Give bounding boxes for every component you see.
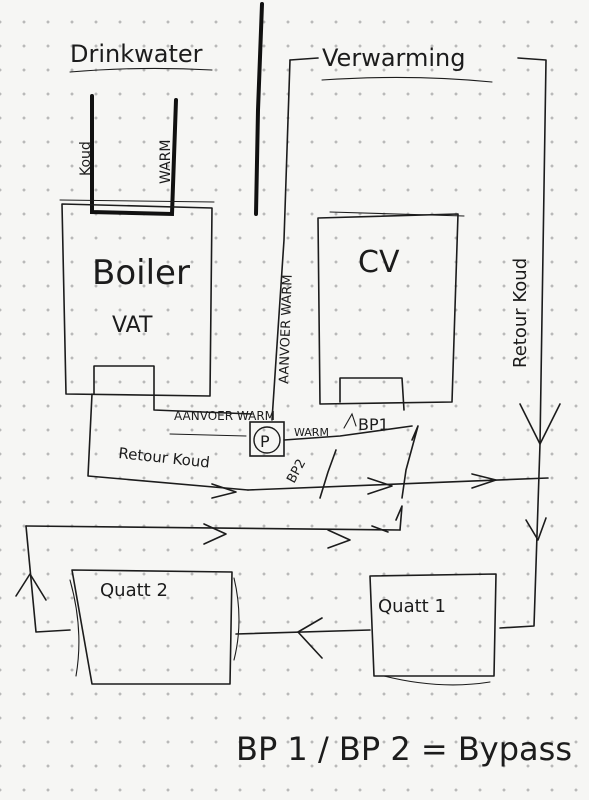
arrow-down-right bbox=[519, 403, 561, 445]
arrow-left-link bbox=[297, 617, 323, 659]
aanvoer-warm-small-underline bbox=[169, 433, 247, 437]
quatt2-label: Quatt 2 bbox=[100, 580, 168, 601]
centre-divider bbox=[254, 2, 264, 216]
boiler-tank bbox=[61, 203, 213, 397]
koud-pipe-label: Koud bbox=[78, 141, 94, 176]
supply-up-hook bbox=[395, 505, 403, 531]
arrow-supply-1 bbox=[203, 523, 227, 545]
retour-koud-left-label: Retour Koud bbox=[118, 444, 211, 471]
arrow-supply-2 bbox=[327, 529, 351, 549]
verwarming-heading: Verwarming bbox=[322, 44, 465, 72]
arrow-return-3 bbox=[471, 473, 497, 489]
boiler-tank-top-line bbox=[59, 199, 215, 203]
verwarming-underline bbox=[321, 76, 493, 83]
riser-top bbox=[289, 57, 319, 61]
quatt1-bottom-curve bbox=[383, 675, 491, 686]
quatt2-left-curve bbox=[69, 579, 80, 677]
quatt2-box bbox=[71, 569, 233, 685]
aanvoer-warm-vertical-label: AANVOER WARM bbox=[277, 274, 296, 384]
bp2-label: BP2 bbox=[284, 457, 309, 486]
boiler-title: Boiler bbox=[92, 253, 190, 293]
warm-pipe-label: WARM bbox=[158, 140, 174, 184]
cv-title: CV bbox=[358, 245, 400, 280]
boiler-subtitle: VAT bbox=[112, 313, 153, 338]
bp1-bypass-pipe bbox=[401, 425, 419, 499]
quatt1-label: Quatt 1 bbox=[378, 596, 446, 617]
arrow-up-left bbox=[15, 573, 47, 601]
supply-tick bbox=[371, 525, 389, 533]
boiler-coil-supply bbox=[93, 365, 253, 415]
arrow-down-right-small bbox=[525, 517, 547, 541]
pump-body bbox=[249, 421, 285, 457]
cv-top-line bbox=[329, 211, 465, 217]
arrow-return-1 bbox=[211, 483, 237, 499]
warm-link bbox=[283, 425, 413, 441]
aanvoer-warm-small-label: AANVOER WARM bbox=[174, 409, 275, 423]
retour-koud-right-label: Retour Koud bbox=[510, 258, 531, 368]
main-return-line bbox=[247, 477, 549, 491]
warm-small-label: WARM bbox=[294, 426, 329, 439]
left-loop-pipe bbox=[25, 525, 71, 633]
cv-unit bbox=[317, 213, 459, 405]
bp1-label: BP1 bbox=[358, 415, 389, 434]
quatt1-box bbox=[369, 573, 497, 677]
bp1-valve-icon bbox=[343, 412, 357, 429]
pump-label: P bbox=[260, 432, 270, 451]
bp2-bypass-pipe bbox=[319, 449, 337, 499]
arrow-return-2 bbox=[367, 477, 393, 495]
drinkwater-heading: Drinkwater bbox=[70, 40, 203, 68]
aanvoer-riser bbox=[271, 59, 291, 421]
quatt2-right-curve bbox=[233, 577, 240, 661]
drinkwater-underline bbox=[69, 67, 213, 73]
boiler-coil-return bbox=[87, 393, 249, 491]
cv-outlet bbox=[339, 377, 405, 411]
radiator-link-line bbox=[235, 629, 371, 635]
bypass-legend: BP 1 / BP 2 = Bypass bbox=[236, 730, 572, 768]
boiler-inlet-pipes bbox=[90, 94, 178, 217]
pump-icon bbox=[253, 426, 281, 454]
